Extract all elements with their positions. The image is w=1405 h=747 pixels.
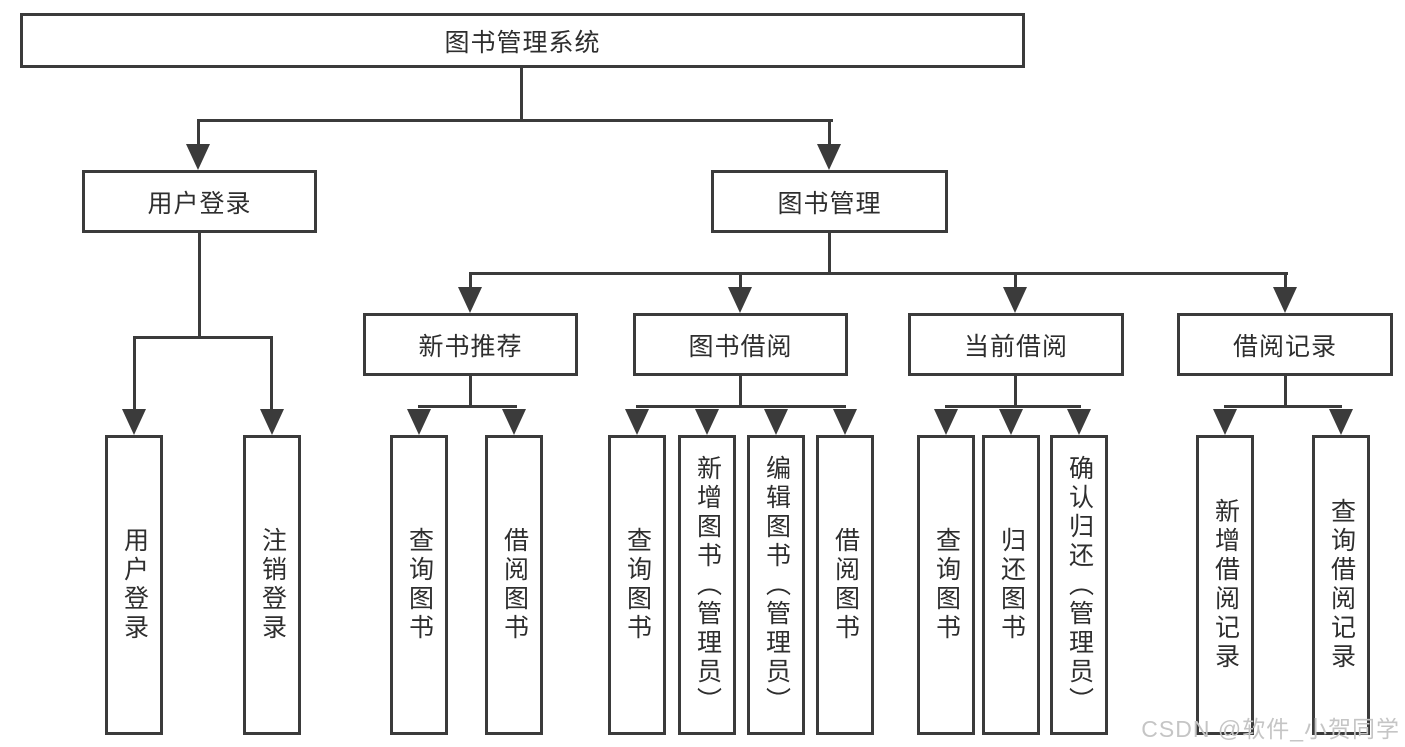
- connector-recommend-stem: [469, 376, 472, 405]
- connector-records-hline: [1224, 405, 1342, 408]
- connector-current-hline: [945, 405, 1081, 408]
- leaf-borrowing-borrow-books: 借阅图书: [816, 435, 874, 735]
- leaf-logout: 注销登录: [243, 435, 301, 735]
- arrowhead-recommend-leaf-1: [407, 409, 431, 435]
- arrowhead-current-borrowing: [1003, 287, 1027, 313]
- node-user-login: 用户登录: [82, 170, 317, 233]
- leaf-add-borrow-record: 新增借阅记录: [1196, 435, 1254, 735]
- connector-to-leaf-login-1: [133, 336, 136, 409]
- arrowhead-borrowing-leaf-2: [695, 409, 719, 435]
- arrowhead-new-book-recommend: [458, 287, 482, 313]
- arrowhead-current-leaf-1: [934, 409, 958, 435]
- arrowhead-records-leaf-1: [1213, 409, 1237, 435]
- connector-borrowing-hline: [636, 405, 846, 408]
- leaf-edit-book-admin-label: 编辑图书（管理员）: [762, 454, 791, 716]
- connector-to-new-book-recommend: [469, 272, 472, 288]
- connector-records-stem: [1284, 376, 1287, 405]
- node-book-borrowing-label: 图书借阅: [688, 332, 793, 361]
- leaf-recommend-borrow-books: 借阅图书: [485, 435, 543, 735]
- node-user-login-label: 用户登录: [147, 189, 252, 218]
- connector-recommend-hline: [418, 405, 517, 408]
- csdn-watermark: CSDN @软件_小贺同学: [1141, 716, 1400, 742]
- leaf-current-query-books: 查询图书: [917, 435, 975, 735]
- arrowhead-book-borrowing: [728, 287, 752, 313]
- leaf-user-login-label: 用户登录: [120, 527, 149, 643]
- leaf-edit-book-admin: 编辑图书（管理员）: [747, 435, 805, 735]
- arrowhead-leaf-login-2: [260, 409, 284, 435]
- leaf-confirm-return-admin: 确认归还（管理员）: [1050, 435, 1108, 735]
- leaf-add-book-admin: 新增图书（管理员）: [678, 435, 736, 735]
- connector-current-stem: [1014, 376, 1017, 405]
- leaf-confirm-return-admin-label: 确认归还（管理员）: [1065, 454, 1094, 716]
- connector-root-stem: [520, 68, 523, 119]
- node-current-borrowing: 当前借阅: [908, 313, 1124, 376]
- arrowhead-borrowing-leaf-3: [764, 409, 788, 435]
- leaf-query-borrow-record-label: 查询借阅记录: [1327, 498, 1356, 672]
- connector-to-borrow-records: [1284, 272, 1287, 288]
- leaf-borrowing-query-books-label: 查询图书: [623, 527, 652, 643]
- connector-root-hline: [197, 119, 833, 122]
- leaf-query-borrow-record: 查询借阅记录: [1312, 435, 1370, 735]
- connector-user-login-hline: [133, 336, 273, 339]
- leaf-return-books-label: 归还图书: [997, 527, 1026, 643]
- leaf-borrowing-query-books: 查询图书: [608, 435, 666, 735]
- arrowhead-user-login: [186, 144, 210, 170]
- arrowhead-records-leaf-2: [1329, 409, 1353, 435]
- leaf-borrowing-borrow-books-label: 借阅图书: [831, 527, 860, 643]
- arrowhead-leaf-login-1: [122, 409, 146, 435]
- leaf-user-login: 用户登录: [105, 435, 163, 735]
- node-root-label: 图书管理系统: [444, 28, 601, 57]
- node-new-book-recommend: 新书推荐: [363, 313, 578, 376]
- connector-level3-hline: [469, 272, 1288, 275]
- leaf-recommend-query-books-label: 查询图书: [405, 527, 434, 643]
- node-borrow-records-label: 借阅记录: [1232, 332, 1337, 361]
- node-book-management-label: 图书管理: [777, 189, 882, 218]
- arrowhead-book-management: [817, 144, 841, 170]
- arrowhead-recommend-leaf-2: [502, 409, 526, 435]
- arrowhead-borrowing-leaf-1: [625, 409, 649, 435]
- leaf-logout-label: 注销登录: [258, 527, 287, 643]
- node-borrow-records: 借阅记录: [1177, 313, 1393, 376]
- leaf-recommend-borrow-books-label: 借阅图书: [500, 527, 529, 643]
- connector-book-management-stem: [828, 233, 831, 274]
- connector-borrowing-stem: [739, 376, 742, 405]
- leaf-add-book-admin-label: 新增图书（管理员）: [693, 454, 722, 716]
- arrowhead-borrowing-leaf-4: [833, 409, 857, 435]
- arrowhead-current-leaf-3: [1067, 409, 1091, 435]
- node-current-borrowing-label: 当前借阅: [963, 332, 1068, 361]
- node-root: 图书管理系统: [20, 13, 1025, 68]
- node-new-book-recommend-label: 新书推荐: [418, 332, 523, 361]
- leaf-add-borrow-record-label: 新增借阅记录: [1211, 498, 1240, 672]
- connector-to-leaf-login-2: [270, 336, 273, 409]
- node-book-borrowing: 图书借阅: [633, 313, 848, 376]
- arrowhead-borrow-records: [1273, 287, 1297, 313]
- connector-to-book-borrowing: [739, 272, 742, 288]
- connector-user-login-stem: [198, 233, 201, 336]
- leaf-return-books: 归还图书: [982, 435, 1040, 735]
- leaf-recommend-query-books: 查询图书: [390, 435, 448, 735]
- connector-to-current-borrowing: [1014, 272, 1017, 288]
- connector-to-user-login: [197, 119, 200, 146]
- leaf-current-query-books-label: 查询图书: [932, 527, 961, 643]
- node-book-management: 图书管理: [711, 170, 948, 233]
- connector-to-book-management: [828, 119, 831, 146]
- arrowhead-current-leaf-2: [999, 409, 1023, 435]
